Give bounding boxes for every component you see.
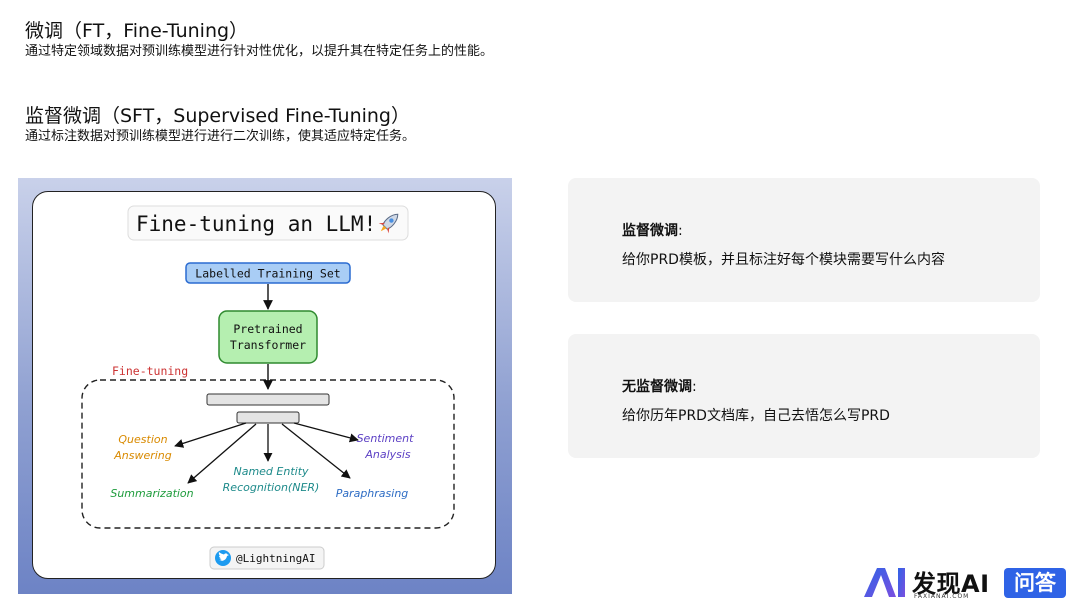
qa-badge[interactable]: 问答 xyxy=(1004,568,1066,598)
info-card-supervised: 监督微调: 给你PRD模板，并且标注好每个模块需要写什么内容 xyxy=(568,178,1040,302)
task-sentiment-1: Sentiment xyxy=(357,432,415,445)
logo-text: 发现AI xyxy=(912,570,990,598)
twitter-bird-icon xyxy=(215,550,231,566)
task-question-answering-1: Question xyxy=(118,433,167,446)
ft-heading: 微调（FT，Fine-Tuning） xyxy=(25,20,249,42)
info-card-desc: 给你历年PRD文档库，自己去悟怎么写PRD xyxy=(622,408,890,424)
task-question-answering-2: Answering xyxy=(113,449,172,462)
layer-bar-narrow xyxy=(236,411,300,424)
diagram-title-box xyxy=(127,205,409,241)
diagram-frame: Fine-tuning an LLM! Labelled Training Se… xyxy=(18,178,512,594)
task-summarization: Summarization xyxy=(110,487,193,500)
model-line-2: Transformer xyxy=(230,338,306,352)
faxianai-logo[interactable]: AI 发现AI FAXIANAI.COM 问答 xyxy=(862,564,1070,604)
fine-tuning-region xyxy=(81,379,455,529)
diagram-title: Fine-tuning an LLM! xyxy=(136,212,376,236)
logo-domain: FAXIANAI.COM xyxy=(914,593,970,600)
sft-description: 通过标注数据对预训练模型进行进行二次训练，使其适应特定任务。 xyxy=(25,129,416,144)
task-ner-1: Named Entity xyxy=(233,465,309,478)
ft-description: 通过特定领域数据对预训练模型进行针对性优化，以提升其在特定任务上的性能。 xyxy=(25,44,494,59)
info-card-title: 监督微调: xyxy=(622,223,683,239)
credit-box xyxy=(209,546,325,570)
pretrained-transformer-box xyxy=(218,310,318,364)
task-ner-2: Recognition(NER) xyxy=(223,481,320,494)
labelled-training-set-box xyxy=(185,262,351,284)
task-sentiment-2: Analysis xyxy=(364,448,411,461)
task-paraphrasing: Paraphrasing xyxy=(336,487,409,500)
sft-heading: 监督微调（SFT，Supervised Fine-Tuning） xyxy=(25,105,410,127)
info-card-unsupervised: 无监督微调: 给你历年PRD文档库，自己去悟怎么写PRD xyxy=(568,334,1040,458)
labelled-training-set-label: Labelled Training Set xyxy=(195,267,340,281)
rocket-icon xyxy=(378,213,399,234)
info-card-desc: 给你PRD模板，并且标注好每个模块需要写什么内容 xyxy=(622,252,945,268)
ai-logo-mark xyxy=(864,568,905,597)
model-line-1: Pretrained xyxy=(233,322,302,336)
credit-handle: @LightningAI xyxy=(236,552,315,565)
layer-bar-wide xyxy=(206,393,330,406)
info-card-title: 无监督微调: xyxy=(622,379,697,395)
fine-tuning-region-label: Fine-tuning xyxy=(112,364,188,378)
fine-tuning-diagram: Fine-tuning an LLM! Labelled Training Se… xyxy=(81,205,455,570)
